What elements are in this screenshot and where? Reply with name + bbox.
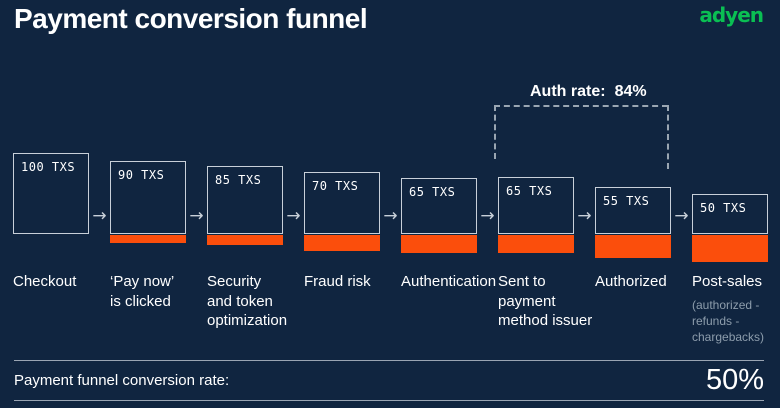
- page-title: Payment conversion funnel: [14, 3, 368, 34]
- stage-box: 85 TXS: [207, 166, 283, 234]
- txs-count: 65 TXS: [409, 185, 456, 199]
- arrow-right-icon: →: [92, 206, 107, 226]
- stage-label: Authentication: [401, 273, 497, 290]
- stage-label: Security and token optimization: [207, 273, 288, 329]
- loss-bar: [498, 235, 574, 253]
- stage-label: Sent to payment method issuer: [498, 273, 593, 329]
- txs-count: 85 TXS: [215, 173, 262, 187]
- stage-label: Fraud risk: [304, 273, 371, 290]
- txs-count: 55 TXS: [603, 194, 650, 208]
- txs-count: 70 TXS: [312, 179, 359, 193]
- txs-count: 50 TXS: [700, 201, 747, 215]
- auth-rate-bracket-left: [494, 105, 496, 159]
- loss-bar: [207, 235, 283, 245]
- arrow-right-icon: →: [480, 206, 495, 226]
- arrow-right-icon: →: [577, 206, 592, 226]
- arrow-right-icon: →: [383, 206, 398, 226]
- stage-label: Post-sales: [692, 273, 763, 290]
- adyen-logo: adyen: [699, 3, 764, 27]
- arrow-right-icon: →: [674, 206, 689, 226]
- auth-rate-value: 84%: [614, 83, 647, 100]
- stage-box: 65 TXS: [498, 177, 574, 234]
- arrow-right-icon: →: [286, 206, 301, 226]
- auth-rate-bracket-top: [494, 105, 668, 107]
- stage-box: 100 TXS: [13, 153, 89, 234]
- auth-rate-label: Auth rate:: [530, 83, 606, 100]
- stage-box: 55 TXS: [595, 187, 671, 234]
- footer-divider-bottom: [14, 400, 764, 401]
- txs-count: 90 TXS: [118, 168, 165, 182]
- stage-box: 70 TXS: [304, 172, 380, 234]
- stage-label: ‘Pay now’ is clicked: [110, 273, 175, 310]
- stage-label: Authorized: [595, 273, 667, 290]
- stage-box: 65 TXS: [401, 178, 477, 234]
- stage-label: Checkout: [13, 273, 77, 290]
- conversion-rate-value: 50%: [705, 364, 764, 396]
- loss-bar: [595, 235, 671, 258]
- loss-bar: [110, 235, 186, 243]
- loss-bar: [304, 235, 380, 251]
- auth-rate-annotation: Auth rate: 84%: [530, 83, 647, 101]
- txs-count: 65 TXS: [506, 184, 553, 198]
- auth-rate-bracket-right: [667, 105, 669, 169]
- loss-bar: [692, 235, 768, 262]
- stage-box: 90 TXS: [110, 161, 186, 234]
- txs-count: 100 TXS: [21, 160, 76, 174]
- loss-bar: [401, 235, 477, 253]
- stage-sublabel: (authorized - refunds - chargebacks): [692, 298, 765, 344]
- footer-divider-top: [14, 360, 764, 361]
- conversion-rate-label: Payment funnel conversion rate:: [14, 372, 230, 389]
- arrow-right-icon: →: [189, 206, 204, 226]
- stage-box: 50 TXS: [692, 194, 768, 234]
